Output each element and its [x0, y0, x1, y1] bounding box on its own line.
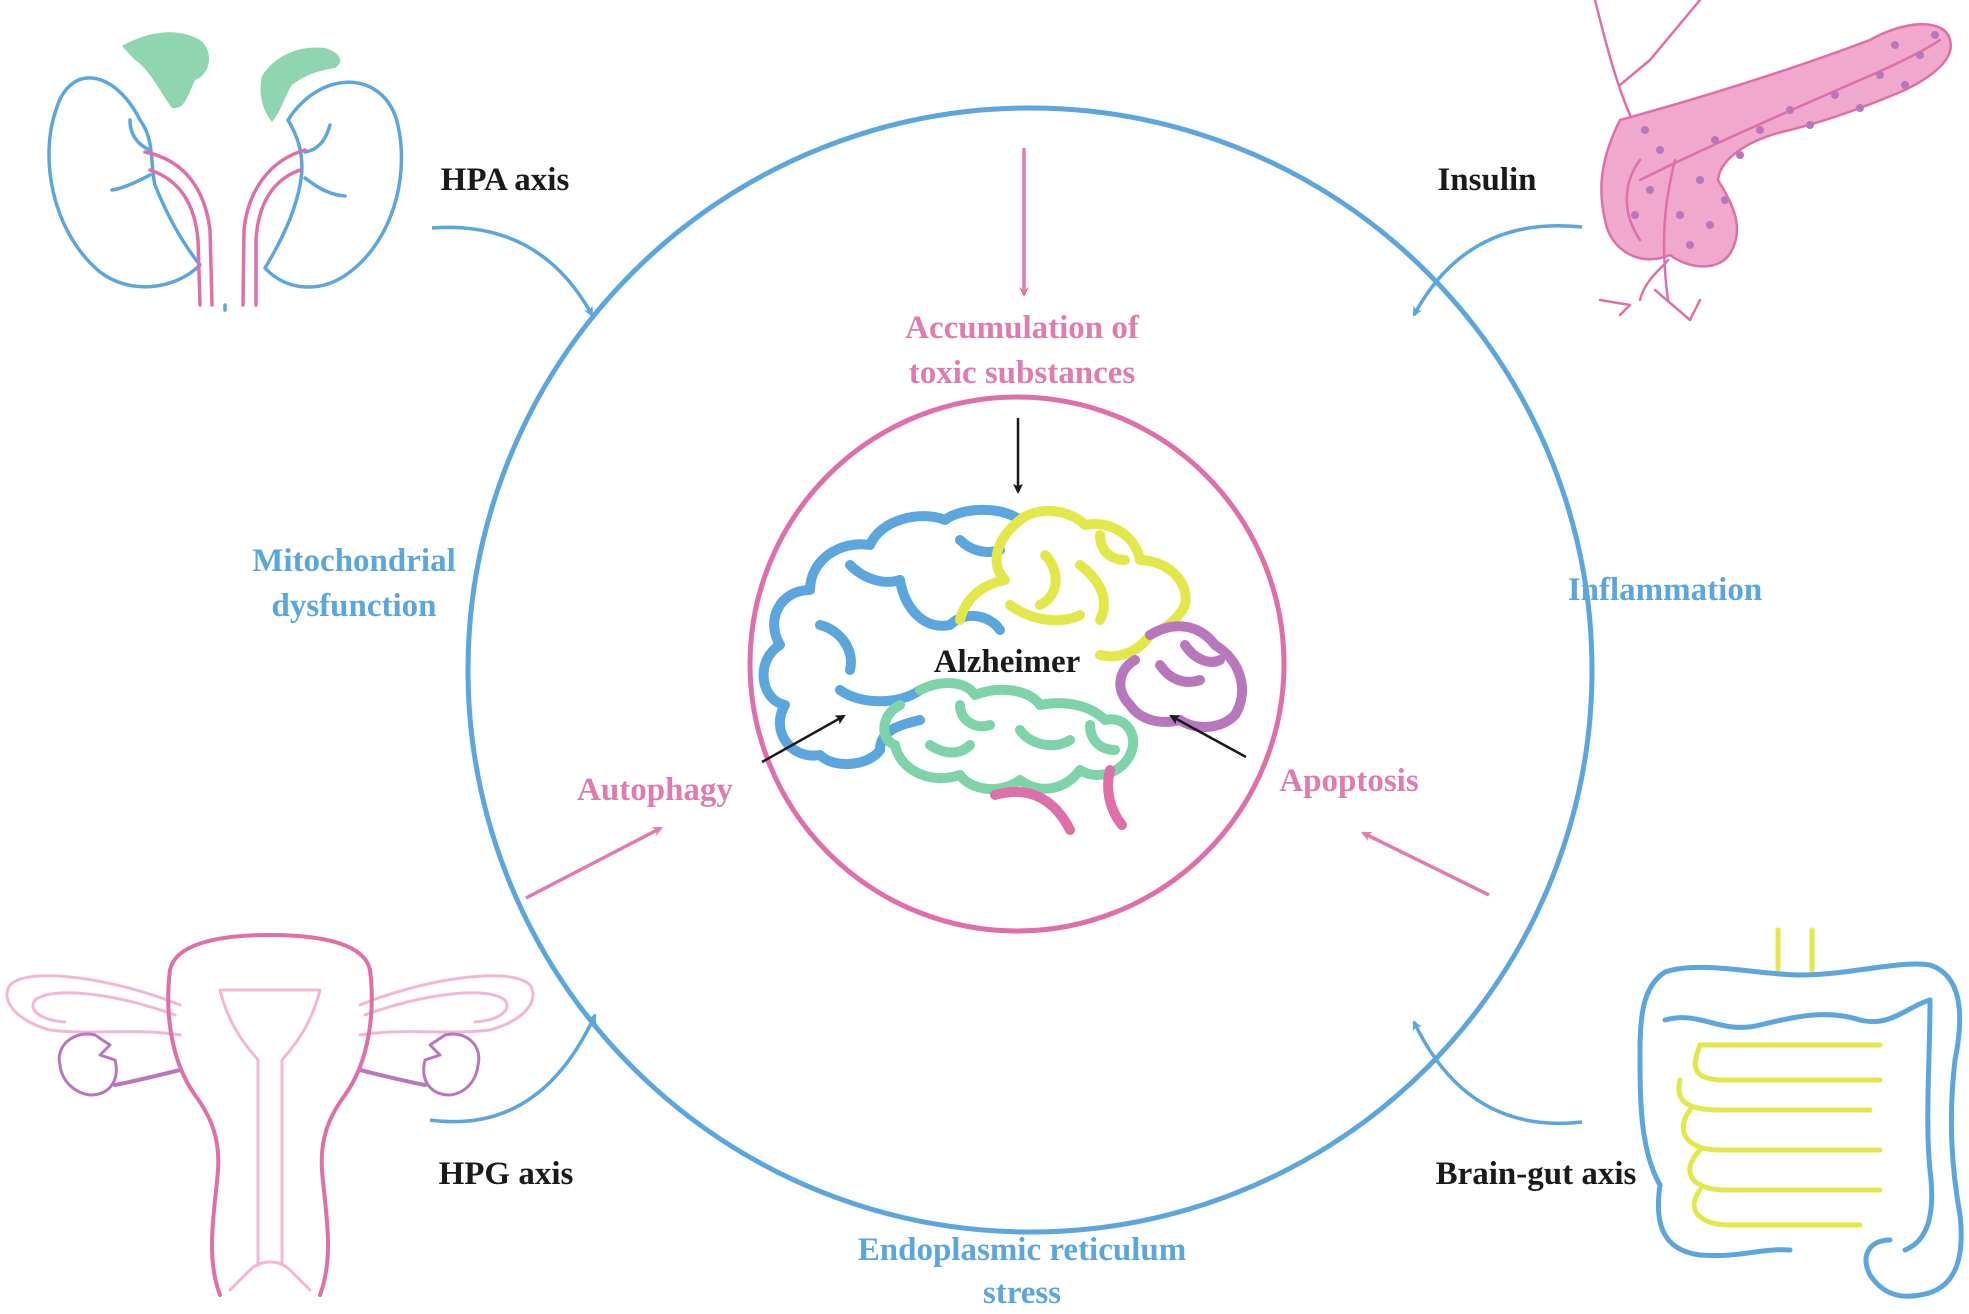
- intestine-icon: [1637, 927, 1964, 1299]
- uterus-ovary-icon: [5, 933, 535, 1297]
- brain-icon: [758, 504, 1248, 835]
- label-apoptosis: Apoptosis: [1279, 763, 1419, 799]
- label-accumulation-line1: Accumulation of: [905, 310, 1140, 346]
- pancreas-icon: [1593, 0, 1953, 322]
- label-brain-gut-axis: Brain-gut axis: [1436, 1156, 1637, 1192]
- outer-circle: [465, 105, 1595, 1235]
- arrow-braingut-to-circle: [1412, 1020, 1583, 1126]
- ovary-left: [57, 1032, 118, 1097]
- arrow-apoptosis-to-brain: [1169, 714, 1247, 759]
- inner-circle: [747, 394, 1287, 934]
- label-accumulation-line2: toxic substances: [909, 355, 1136, 391]
- label-er-stress-line2: stress: [983, 1275, 1061, 1311]
- label-mitochondrial-line1: Mitochondrial: [252, 543, 456, 579]
- label-insulin: Insulin: [1437, 162, 1536, 198]
- label-hpg-axis: HPG axis: [439, 1156, 574, 1192]
- arrow-hpg-to-circle: [429, 1013, 597, 1124]
- pancreas-lobules: [1631, 31, 1939, 249]
- arrow-hpa-to-circle: [431, 225, 594, 317]
- label-hpa-axis: HPA axis: [441, 162, 570, 198]
- label-inflammation: Inflammation: [1568, 572, 1762, 608]
- pancreas-body: [1600, 23, 1953, 268]
- adrenal-gland-left: [122, 32, 210, 109]
- label-er-stress-line1: Endoplasmic reticulum: [858, 1232, 1187, 1268]
- kidney-adrenal-icon: [47, 32, 404, 312]
- label-mitochondrial-line2: dysfunction: [271, 588, 436, 624]
- arrow-insulin-to-circle: [1412, 224, 1583, 317]
- adrenal-gland-right: [260, 47, 341, 122]
- arrow-outer-to-autophagy: [525, 826, 663, 900]
- label-autophagy: Autophagy: [577, 772, 733, 808]
- arrow-autophagy-to-brain: [761, 714, 846, 764]
- ovary-right: [422, 1032, 481, 1097]
- center-label: Alzheimer: [934, 644, 1081, 680]
- arrow-outer-to-apoptosis: [1361, 831, 1490, 897]
